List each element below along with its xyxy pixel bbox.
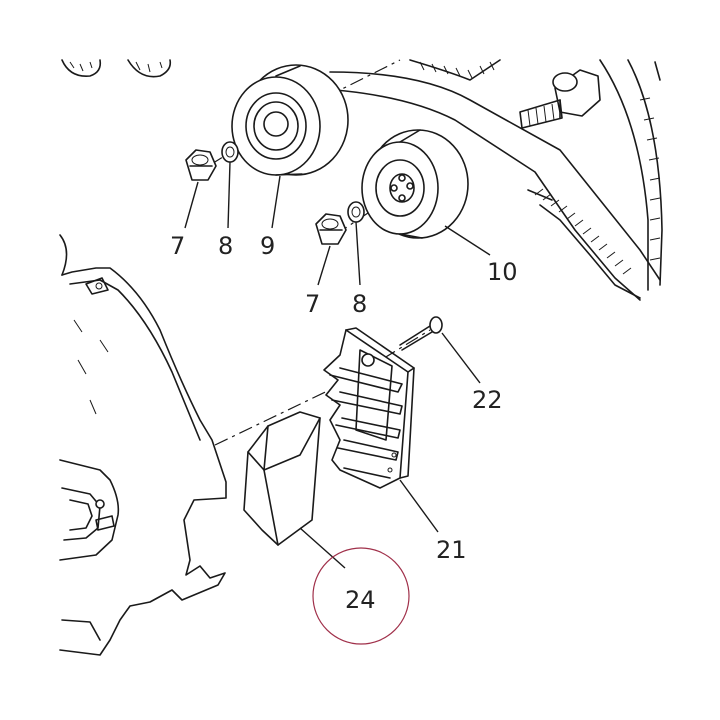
washer-8-top	[221, 141, 239, 163]
sprocket-fragment-left	[61, 59, 172, 78]
part-label-9: 9	[260, 232, 275, 260]
bracket-21	[323, 327, 415, 489]
part-label-8-top: 8	[218, 232, 233, 260]
part-label-24: 24	[345, 586, 376, 614]
pulley-10	[361, 129, 469, 239]
leader-22	[441, 332, 481, 384]
part-label-22: 22	[472, 386, 503, 414]
part-label-8-lower: 8	[352, 290, 367, 318]
part-label-21: 21	[436, 536, 467, 564]
belt-teeth	[534, 188, 632, 275]
leader-10	[444, 225, 491, 256]
nut-7-top	[185, 149, 217, 181]
tensioner-bolt	[519, 69, 601, 129]
leader-21	[399, 479, 439, 533]
foam-pad-24	[243, 411, 321, 546]
leader-9	[271, 175, 281, 229]
leader-7a	[184, 181, 199, 229]
washer-8-lower	[347, 201, 365, 223]
leader-8a	[227, 161, 231, 229]
timing-cover	[59, 234, 227, 656]
leader-7b	[317, 245, 331, 286]
part-label-7-top: 7	[170, 232, 185, 260]
part-label-10: 10	[487, 258, 518, 286]
screw-22	[399, 316, 443, 351]
highlight-circle-24	[312, 547, 410, 645]
part-label-7-lower: 7	[305, 290, 320, 318]
nut-7-lower	[315, 213, 347, 245]
leader-24	[299, 527, 346, 569]
pulley-9	[231, 64, 349, 176]
leader-8b	[355, 221, 361, 286]
